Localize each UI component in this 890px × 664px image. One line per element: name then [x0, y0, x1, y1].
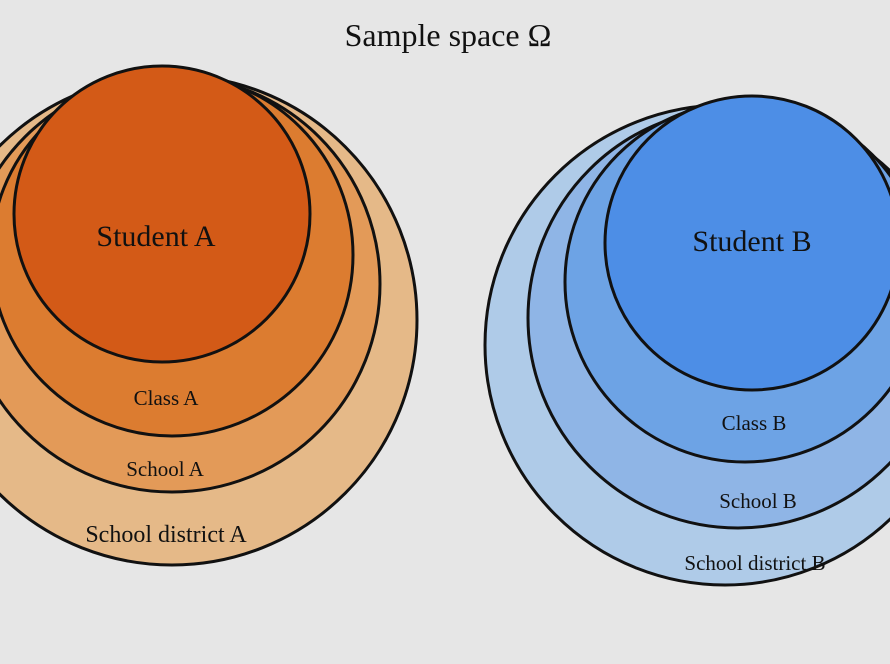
group-b: Student B Class B School B School distri…	[483, 94, 890, 587]
student-b-circle	[603, 94, 890, 392]
student-a-circle	[12, 64, 312, 364]
class-a-label: Class A	[134, 386, 200, 410]
school-district-b-label: School district B	[684, 551, 825, 575]
student-a-label: Student A	[96, 220, 216, 253]
sample-space-title: Sample space Ω	[345, 17, 552, 53]
class-b-label: Class B	[722, 411, 787, 435]
student-b-label: Student B	[692, 225, 811, 258]
group-a: Student A Class A School A School distri…	[0, 64, 419, 567]
school-district-a-label: School district A	[85, 522, 247, 548]
school-b-label: School B	[719, 489, 797, 513]
school-a-label: School A	[126, 457, 204, 481]
